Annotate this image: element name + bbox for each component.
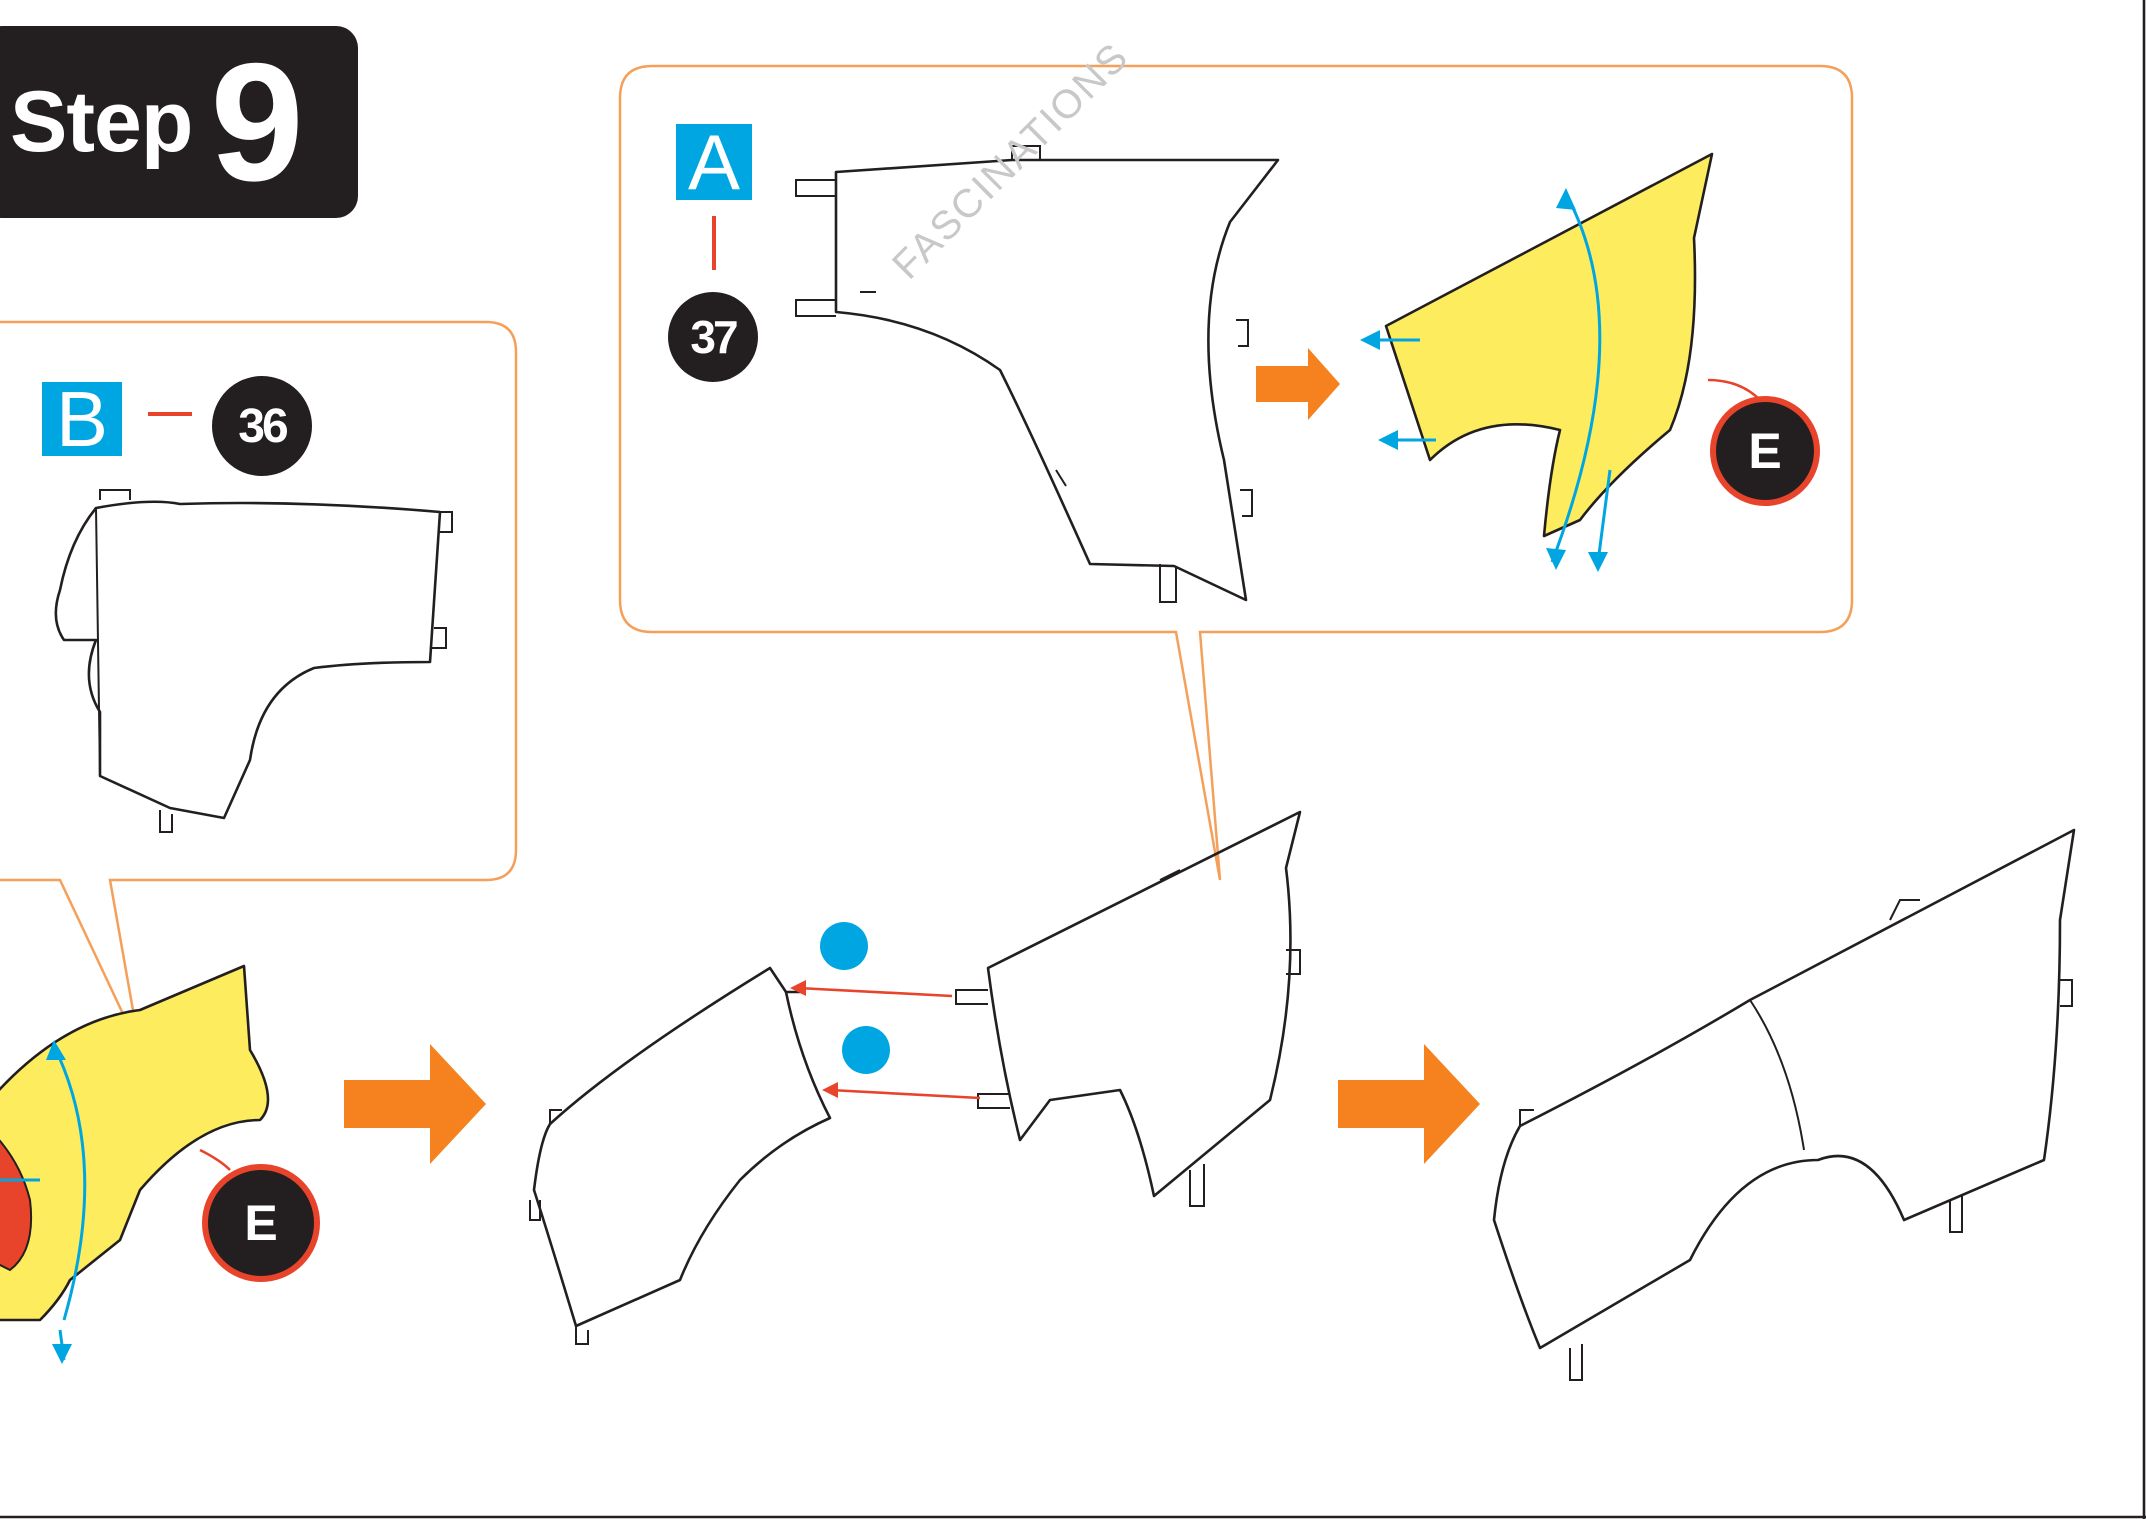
step-badge: Step 9 [0, 26, 358, 218]
part-b-flat [54, 489, 453, 833]
assembly-complete [1492, 828, 2076, 1381]
assembly-middle-left [529, 966, 832, 1345]
step-arrow-icon [1256, 348, 1340, 420]
glue-label-e: E [202, 1164, 320, 1282]
connection-dot-icon [842, 1026, 890, 1074]
part-a-folded [1360, 152, 1761, 572]
part-a-flat [795, 145, 1280, 603]
link-line [712, 216, 716, 270]
part-number-37: 37 [668, 292, 758, 382]
step-arrow-icon [1338, 1044, 1480, 1164]
step-arrow-icon [344, 1044, 486, 1164]
step-word: Step [10, 73, 193, 170]
link-line [148, 412, 192, 416]
part-number-36: 36 [212, 376, 312, 476]
connection-dot-icon [820, 922, 868, 970]
part-letter-a: A [676, 123, 752, 201]
glue-label-e: E [1710, 396, 1820, 506]
assembly-middle-right [955, 810, 1302, 1207]
step-number: 9 [210, 28, 304, 216]
connector-arrows [790, 922, 981, 1100]
part-letter-b: B [42, 380, 122, 458]
part-b-folded [0, 964, 270, 1364]
